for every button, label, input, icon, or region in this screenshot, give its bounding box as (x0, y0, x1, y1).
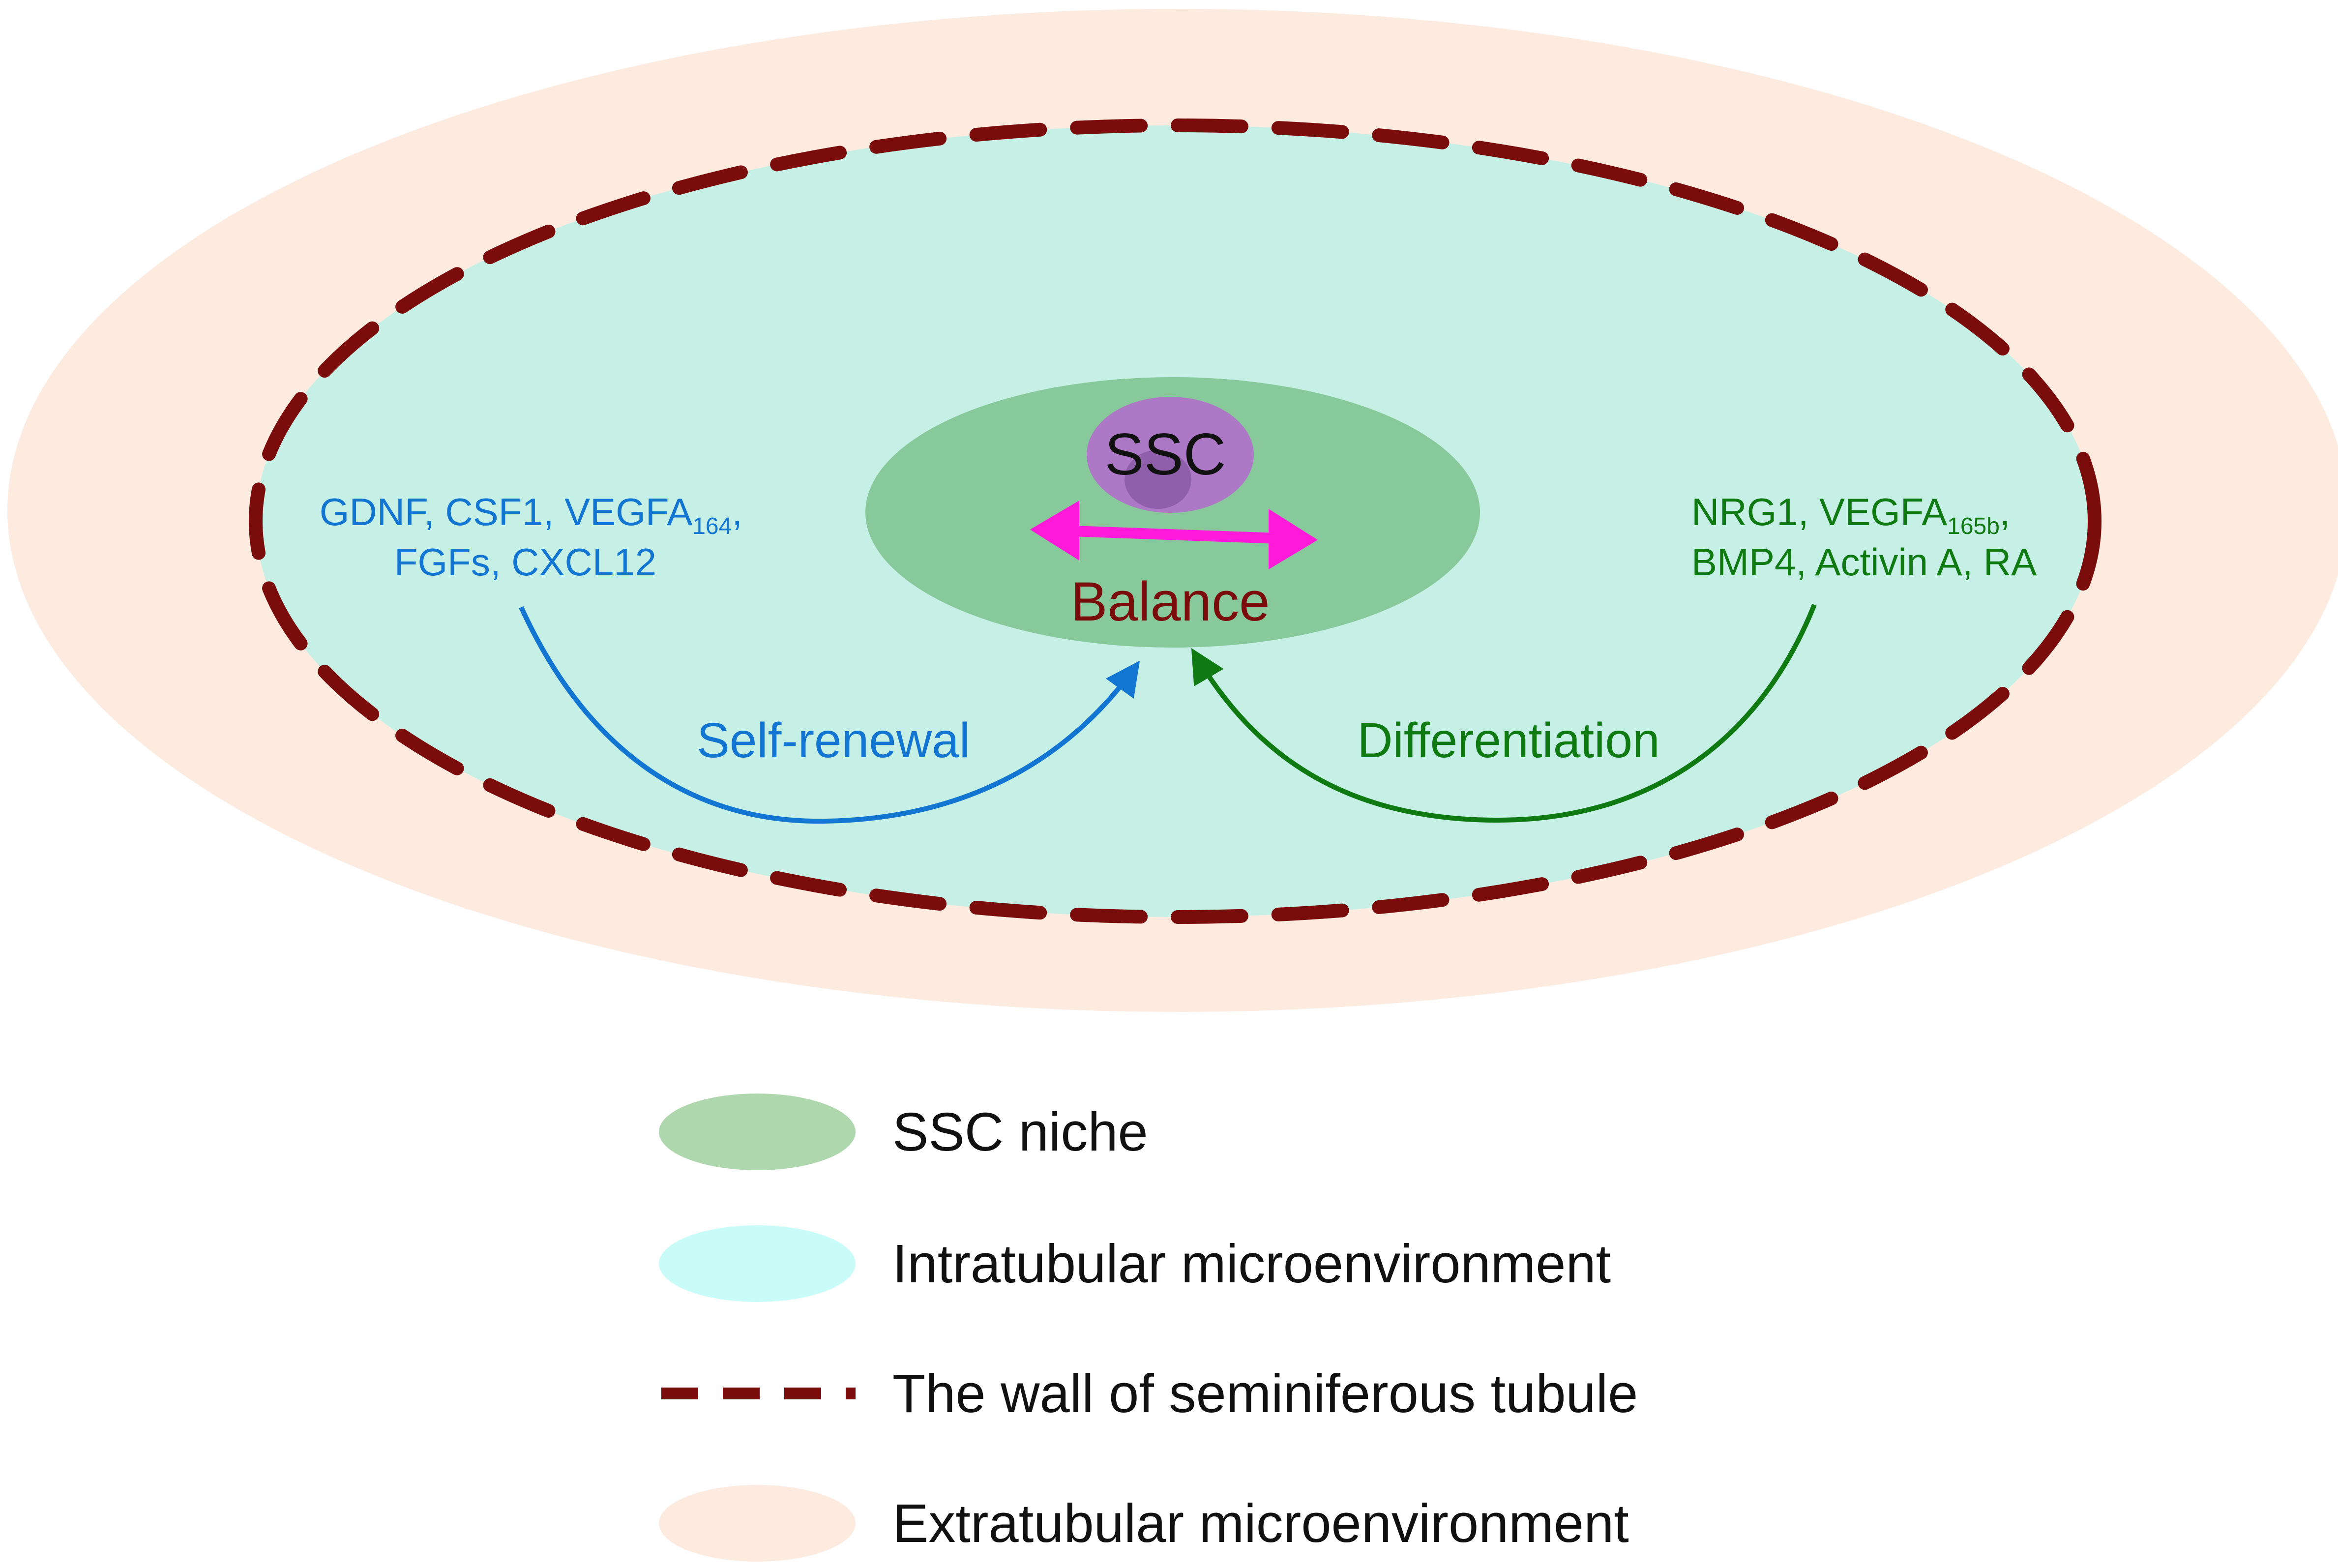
legend-label: The wall of seminiferous tubule (892, 1363, 1638, 1424)
self-renewal-arrow (519, 606, 1140, 824)
seminiferous-tubule-wall (249, 118, 2101, 924)
legend-label: Intratubular microenvironment (892, 1234, 1611, 1294)
legend-label: SSC niche (892, 1102, 1148, 1162)
differentiation-arrow (1191, 604, 1817, 823)
balance-label: Balance (1071, 571, 1270, 632)
differentiation-label: Differentiation (1357, 713, 1659, 768)
differentiation-factors-line1: NRG1, VEGFA165b, (1691, 490, 2011, 539)
legend-item-extratubular: Extratubular microenvironment (659, 1485, 1629, 1562)
self-renewal-factors-line2: FGFs, CXCL12 (394, 540, 656, 584)
legend-swatch-ssc-niche (659, 1094, 856, 1170)
self-renewal-label: Self-renewal (697, 713, 970, 768)
legend: SSC niche Intratubular microenvironment … (659, 1094, 1638, 1562)
differentiation-factors-line2: BMP4, Activin A, RA (1691, 540, 2037, 584)
legend-swatch-intratubular (659, 1225, 856, 1302)
balance-arrow (1030, 501, 1318, 569)
legend-label: Extratubular microenvironment (892, 1493, 1629, 1554)
legend-item-tubule-wall: The wall of seminiferous tubule (661, 1363, 1638, 1424)
legend-swatch-extratubular (659, 1485, 856, 1562)
legend-item-intratubular: Intratubular microenvironment (659, 1225, 1611, 1302)
ssc-label: SSC (1105, 421, 1226, 487)
ssc-cell: SSC (1087, 397, 1254, 513)
self-renewal-factors-line1: GDNF, CSF1, VEGFA164, (320, 490, 742, 539)
legend-item-ssc-niche: SSC niche (659, 1094, 1148, 1170)
